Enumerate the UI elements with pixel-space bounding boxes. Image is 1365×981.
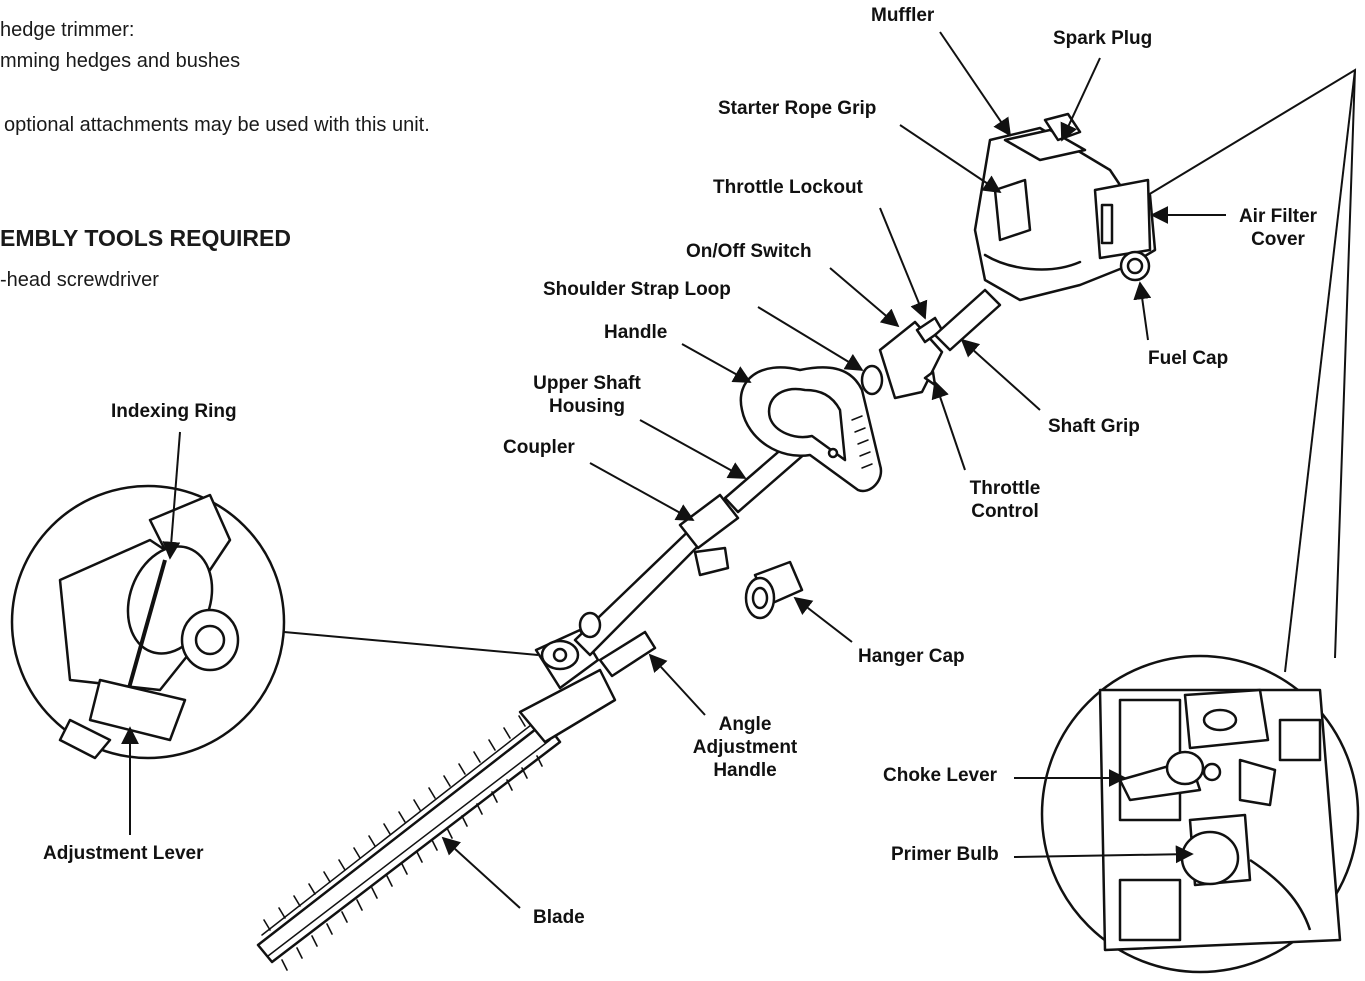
label-coupler: Coupler — [503, 437, 575, 458]
label-angle-adjustment-handle: Angle Adjustment Handle — [693, 713, 798, 782]
label-fuel-cap: Fuel Cap — [1148, 348, 1229, 369]
label-upper-shaft-housing: Upper Shaft Housing — [533, 372, 641, 418]
intro-line-3: optional attachments may be used with th… — [4, 114, 430, 136]
label-shoulder-strap-loop: Shoulder Strap Loop — [543, 279, 731, 300]
label-handle: Handle — [604, 322, 668, 343]
label-upper-shaft-housing-line-1: Upper Shaft — [533, 373, 641, 394]
arrow-on-off-switch — [829, 267, 900, 328]
label-angle-adjustment-handle-line-1: Angle — [718, 714, 772, 735]
engine-drawing — [973, 112, 1157, 302]
gearbox-drawing — [518, 628, 617, 744]
label-throttle-control: Throttle Control — [970, 477, 1041, 523]
label-on-off-switch: On/Off Switch — [686, 241, 812, 262]
label-angle-adjustment-handle-line-3: Handle — [713, 760, 777, 781]
arrow-spark-plug — [1060, 57, 1101, 142]
label-throttle-control-line-2: Control — [971, 501, 1039, 522]
label-air-filter-cover-line-2: Cover — [1251, 229, 1305, 250]
intro-line-2: mming hedges and bushes — [0, 50, 241, 72]
arrow-throttle-control — [931, 380, 966, 471]
coupler-drawing — [678, 493, 740, 577]
arrow-blade — [441, 836, 521, 909]
label-primer-bulb: Primer Bulb — [891, 844, 999, 865]
arrow-starter-rope-grip — [899, 124, 1002, 194]
arrow-fuel-cap — [1133, 281, 1152, 341]
arrow-upper-shaft-housing — [639, 419, 747, 479]
label-angle-adjustment-handle-line-2: Adjustment — [692, 737, 798, 758]
label-throttle-control-line-1: Throttle — [969, 478, 1041, 499]
intro-line-1: hedge trimmer: — [0, 19, 135, 41]
label-starter-rope-grip: Starter Rope Grip — [718, 98, 877, 119]
arrow-coupler — [589, 462, 695, 521]
arrow-shoulder-strap-loop — [757, 306, 864, 371]
label-adjustment-lever: Adjustment Lever — [43, 843, 204, 864]
tools-heading: EMBLY TOOLS REQUIRED — [0, 225, 291, 251]
arrow-primer-bulb — [1013, 845, 1194, 864]
tools-item: -head screwdriver — [0, 269, 159, 291]
arrow-shaft-grip — [960, 338, 1041, 411]
arrow-throttle-lockout — [879, 207, 928, 320]
label-air-filter-cover-line-1: Air Filter — [1238, 206, 1318, 227]
label-throttle-lockout: Throttle Lockout — [713, 177, 863, 198]
label-muffler: Muffler — [871, 5, 935, 26]
blade-drawing — [256, 715, 562, 971]
arrow-angle-adjustment-handle — [648, 653, 706, 716]
label-choke-lever: Choke Lever — [883, 765, 998, 786]
arrow-indexing-ring — [162, 431, 181, 560]
hanger-cap-drawing — [744, 560, 804, 620]
arrow-muffler — [939, 31, 1012, 137]
indexing-ring-detail — [10, 484, 286, 760]
label-blade: Blade — [533, 907, 585, 928]
engine-shaft-drawing — [933, 288, 1002, 352]
label-shaft-grip: Shaft Grip — [1048, 416, 1140, 437]
angle-handle-drawing — [598, 630, 657, 678]
choke-primer-detail — [1040, 654, 1360, 974]
label-upper-shaft-housing-line-2: Housing — [549, 396, 625, 417]
arrow-hanger-cap — [793, 596, 853, 643]
label-air-filter-cover: Air Filter Cover — [1239, 205, 1317, 251]
label-indexing-ring: Indexing Ring — [111, 401, 237, 422]
arrow-handle — [681, 343, 752, 383]
left-detail-connector — [283, 631, 539, 656]
label-spark-plug: Spark Plug — [1053, 28, 1153, 49]
label-hanger-cap: Hanger Cap — [858, 646, 965, 667]
